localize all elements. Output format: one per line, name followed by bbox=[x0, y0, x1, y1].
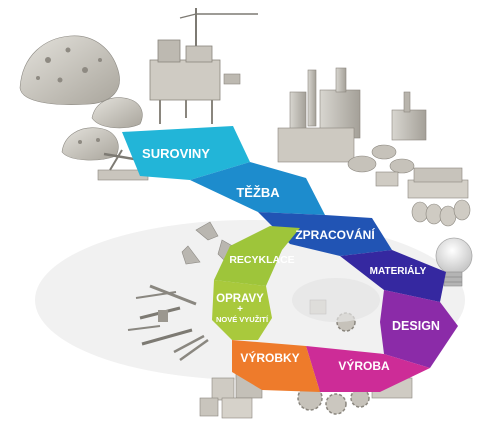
rock-pile-icon bbox=[19, 35, 143, 161]
stage-label-opravy: OPRAVY bbox=[216, 293, 264, 305]
factory-icon bbox=[277, 67, 427, 187]
stage-band-vyrobky bbox=[232, 340, 320, 392]
stage-label-tezba: TĚŽBA bbox=[236, 185, 280, 200]
stage-label-vyroba: VÝROBA bbox=[338, 358, 390, 373]
stage-label-design: DESIGN bbox=[392, 319, 440, 333]
tools-icon bbox=[127, 284, 209, 362]
stage-band-opravy bbox=[212, 280, 272, 340]
stage-band-suroviny bbox=[122, 126, 250, 180]
material-blocks-icon bbox=[407, 167, 471, 227]
stage-band-vyroba bbox=[306, 346, 430, 392]
recycle-icon bbox=[181, 221, 237, 265]
stage-band-tezba bbox=[190, 162, 325, 215]
stage-label-suroviny: SUROVINY bbox=[142, 146, 210, 161]
oil-rig-icon bbox=[149, 8, 258, 124]
stage-band-materialy bbox=[340, 250, 446, 302]
stage-band-recyklace bbox=[214, 226, 300, 286]
stage-band-design bbox=[380, 290, 458, 368]
loop-center-shadow bbox=[292, 278, 380, 322]
stage-band-zpracovani bbox=[258, 212, 392, 256]
stage-label-nove-vyuziti: NOVÉ VYUŽITÍ bbox=[216, 315, 269, 324]
light-bulb-icon bbox=[435, 237, 473, 287]
stage-label-recyklace: RECYKLACE bbox=[229, 254, 294, 266]
stage-label-materialy: MATERIÁLY bbox=[370, 264, 427, 277]
stage-label-zpracovani: ZPRACOVÁNÍ bbox=[295, 227, 375, 242]
stage-label-plus: + bbox=[237, 304, 243, 315]
stage-label-vyrobky: VÝROBKY bbox=[240, 350, 299, 365]
